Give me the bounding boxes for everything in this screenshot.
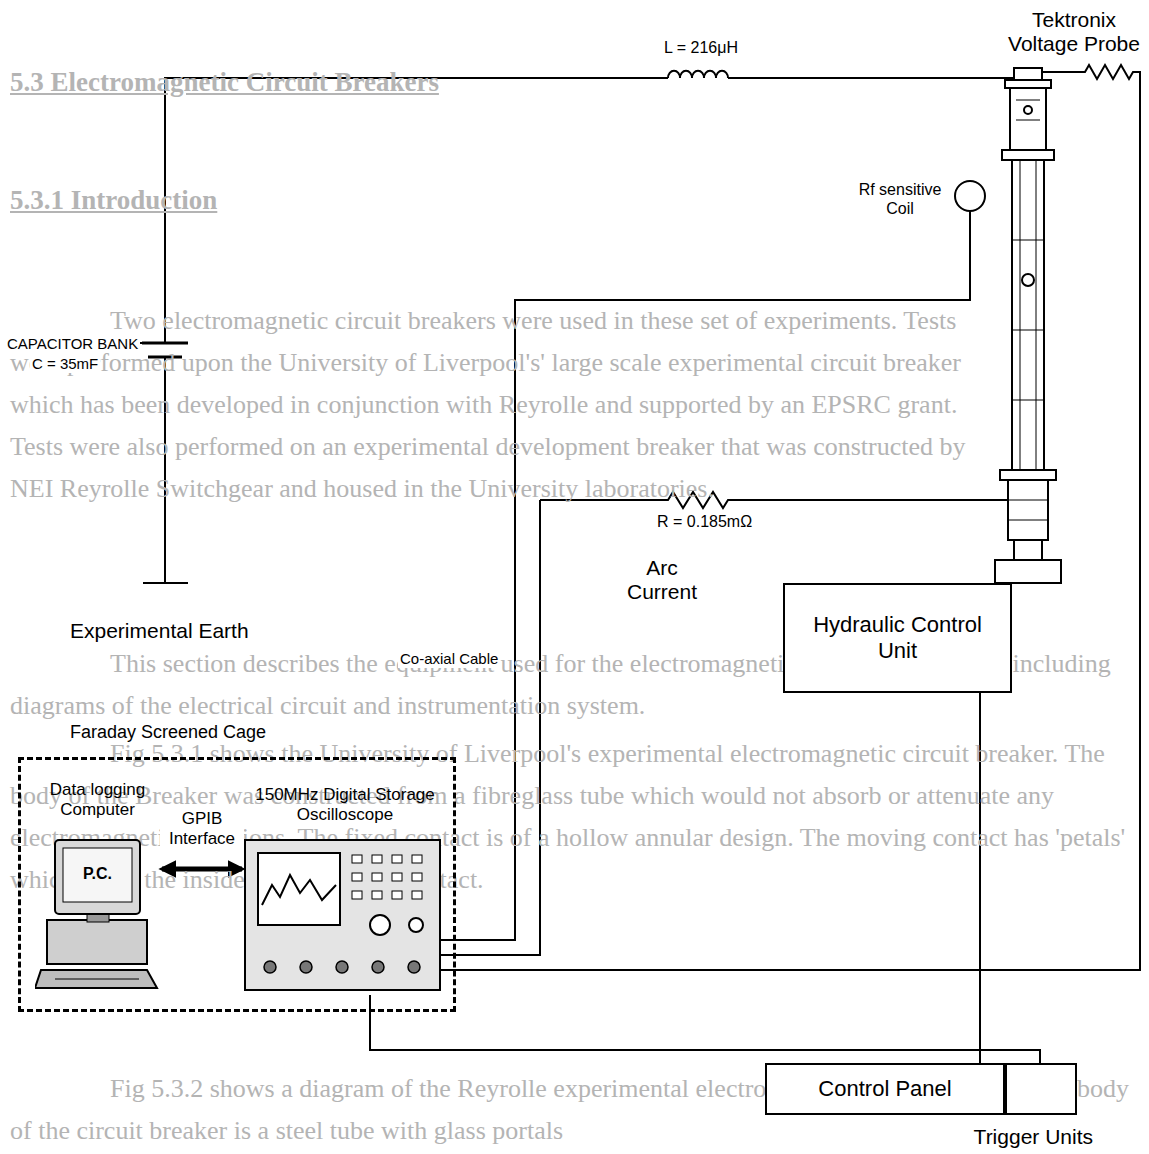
- oscilloscope: 150MHz Digital Storage Oscilloscope: [240, 785, 450, 995]
- breaker-flange: [1002, 150, 1054, 160]
- monitor-screen: [63, 848, 132, 902]
- capacitor-label: CAPACITOR BANK: [5, 335, 140, 353]
- breaker-flange: [1000, 470, 1056, 480]
- scope-knob: [370, 915, 390, 935]
- scope-input: [336, 961, 348, 973]
- capacitance-value: C = 35mF: [30, 355, 100, 373]
- scope-button: [372, 891, 382, 899]
- scope-button: [412, 873, 422, 881]
- scope-button: [392, 891, 402, 899]
- waveform: [262, 875, 336, 905]
- breaker-cap: [1014, 68, 1042, 80]
- probe-label: Tektronix Voltage Probe: [997, 8, 1149, 56]
- coil-label: Rf sensitive Coil: [850, 180, 950, 218]
- inductance-value: L = 216μH: [662, 38, 740, 57]
- control-panel-box: Control Panel: [765, 1063, 1005, 1115]
- trigger-label: Trigger Units: [972, 1125, 1095, 1149]
- box-label: Hydraulic Control Unit: [785, 608, 1010, 669]
- scope-button: [372, 873, 382, 881]
- system-unit: [47, 920, 147, 964]
- cage-label: Faraday Screened Cage: [68, 722, 268, 744]
- scope-button: [412, 855, 422, 863]
- scope-input: [300, 961, 312, 973]
- cable-label: Co-axial Cable: [398, 650, 500, 668]
- body-paragraph: Two electromagnetic circuit breakers wer…: [10, 300, 980, 510]
- scope-input: [264, 961, 276, 973]
- scope-button: [352, 891, 362, 899]
- scope-button: [412, 891, 422, 899]
- control-unit-box: Hydraulic Control Unit: [783, 583, 1012, 693]
- monitor: [55, 840, 140, 914]
- section-heading: 5.3 Electromagnetic Circuit Breakers: [10, 66, 439, 98]
- edge-label: GPIB Interface: [160, 809, 244, 849]
- current-label: Arc Current: [612, 556, 712, 604]
- section-heading: 5.3.1 Introduction: [10, 184, 217, 216]
- breaker-base: [995, 560, 1061, 583]
- breaker-head: [1010, 88, 1046, 150]
- scope-button: [352, 873, 362, 881]
- inductor-symbol: [668, 71, 728, 78]
- breaker-lower-body: [1008, 480, 1048, 540]
- breaker-neck: [1014, 540, 1042, 560]
- scope-knob: [409, 918, 423, 932]
- screened-cage: Faraday Screened CageData logging Comput…: [18, 720, 456, 1012]
- breaker-detail: [1024, 106, 1032, 114]
- breaker-tube: [1012, 160, 1044, 470]
- scope-button: [392, 855, 402, 863]
- trigger-units-box: Trigger Units: [1005, 1063, 1077, 1115]
- computer-label: Data logging Computer: [35, 780, 160, 820]
- computer: Data logging ComputerP.C.: [35, 780, 160, 995]
- breaker-flange: [1005, 80, 1051, 88]
- monitor-stand: [87, 914, 109, 922]
- circuit-breaker: [995, 68, 1061, 583]
- oscilloscope-label: 150MHz Digital Storage Oscilloscope: [240, 785, 450, 825]
- box-label: Control Panel: [810, 1072, 959, 1106]
- main-wire: [165, 78, 1014, 343]
- resistance-value: R = 0.185mΩ: [655, 512, 754, 531]
- breaker-contact: [1022, 274, 1034, 286]
- scope-screen: [258, 853, 340, 925]
- scope-button: [352, 855, 362, 863]
- rf-coil: [955, 181, 985, 211]
- scope-button: [372, 855, 382, 863]
- screen-label: P.C.: [63, 864, 132, 884]
- keyboard: [35, 970, 157, 988]
- earth-label: Experimental Earth: [68, 618, 251, 643]
- scope-body: [245, 840, 440, 990]
- scope-button: [392, 873, 402, 881]
- wire-connector: [370, 995, 1040, 1063]
- breaker-detail: [1008, 100, 1048, 520]
- scope-input: [408, 961, 420, 973]
- scope-input: [372, 961, 384, 973]
- keyboard-keys: [55, 979, 139, 980]
